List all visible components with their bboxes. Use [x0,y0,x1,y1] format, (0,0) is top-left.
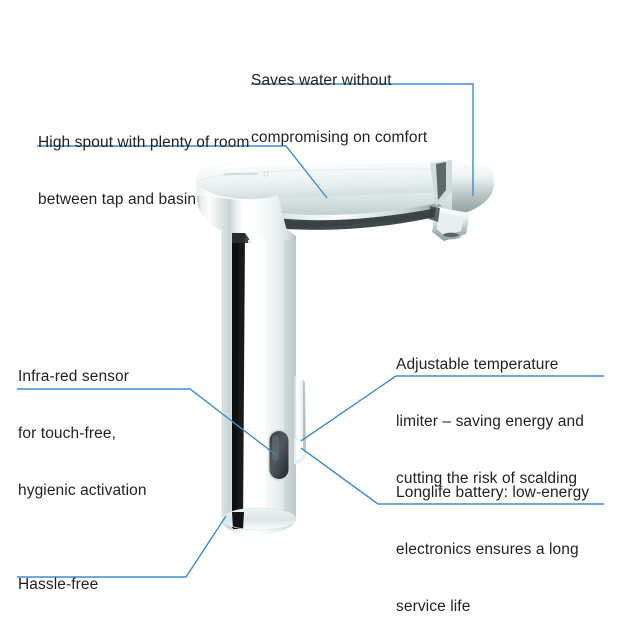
label-temperature-limiter-line-1: Adjustable temperature [396,356,559,373]
label-high-spout-line-2: between tap and basin [38,191,197,208]
label-high-spout: High spout with plenty of room between t… [38,95,250,247]
label-temperature-limiter: Adjustable temperature limiter – saving … [396,317,584,526]
label-infra-red-sensor-line-2: for touch-free, [18,425,116,442]
sensor-window [268,429,290,481]
label-temperature-limiter-line-2: limiter – saving energy and [396,413,584,430]
spout-underside-highlight [258,203,442,221]
label-longlife-battery-line-1: Longlife battery: low-energy [396,484,590,501]
label-infra-red-sensor-line-3: hygienic activation [18,482,147,499]
side-adjuster-tab [294,376,306,464]
label-hassle-free-line-1: Hassle-free [18,576,99,593]
label-high-spout-line-1: High spout with plenty of room [38,134,250,151]
label-hassle-free-installation: Hassle-free installation system [18,537,147,620]
label-longlife-battery-line-2: electronics ensures a long [396,541,579,558]
label-temperature-limiter-line-3: cutting the risk of scalding [396,470,578,487]
label-longlife-battery: Longlife battery: low-energy electronics… [396,445,589,620]
label-infra-red-sensor-line-1: Infra-red sensor [18,368,130,385]
spout-underside-shadow [252,208,448,230]
label-saves-water: Saves water without compromising on comf… [251,33,427,185]
label-saves-water-line-1: Saves water without [251,72,392,89]
spout-outlet [429,160,494,241]
label-longlife-battery-line-3: service life [396,598,471,615]
label-saves-water-line-2: compromising on comfort [251,129,428,146]
label-infra-red-sensor: Infra-red sensor for touch-free, hygieni… [18,329,147,538]
